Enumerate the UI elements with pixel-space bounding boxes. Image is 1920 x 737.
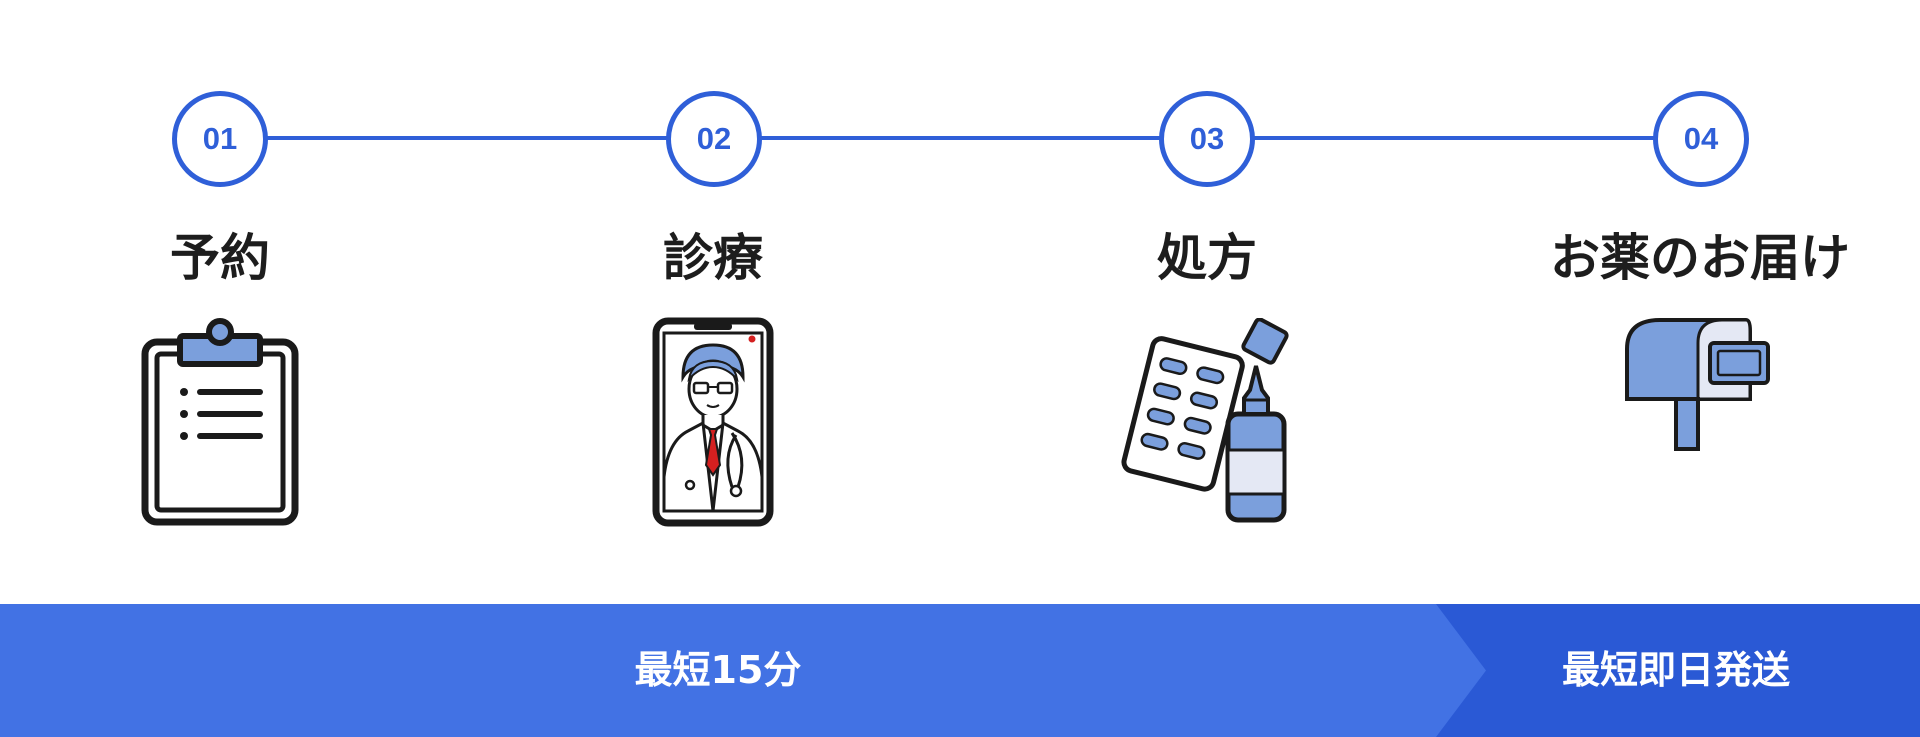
clipboard-icon [141, 318, 299, 526]
step-number-2: 02 [666, 91, 762, 187]
connector-line-1 [265, 136, 667, 140]
doctor-on-phone-icon [652, 317, 774, 527]
step-title-3: 処方 [1157, 229, 1257, 287]
banner-right-label: 最短即日発送 [1561, 648, 1790, 692]
step-number-1: 01 [172, 91, 268, 187]
medicine-icon [1121, 318, 1289, 523]
step-number-4: 04 [1653, 91, 1749, 187]
duration-banner [0, 604, 1920, 737]
step-title-1: 予約 [170, 229, 270, 287]
connector-line-2 [758, 136, 1160, 140]
step-title-4: お薬のお届け [1550, 229, 1850, 287]
step-number-3: 03 [1159, 91, 1255, 187]
step-title-2: 診療 [663, 229, 763, 287]
banner-left-label: 最短15分 [634, 648, 802, 692]
connector-line-3 [1252, 136, 1655, 140]
mailbox-icon [1625, 318, 1770, 451]
